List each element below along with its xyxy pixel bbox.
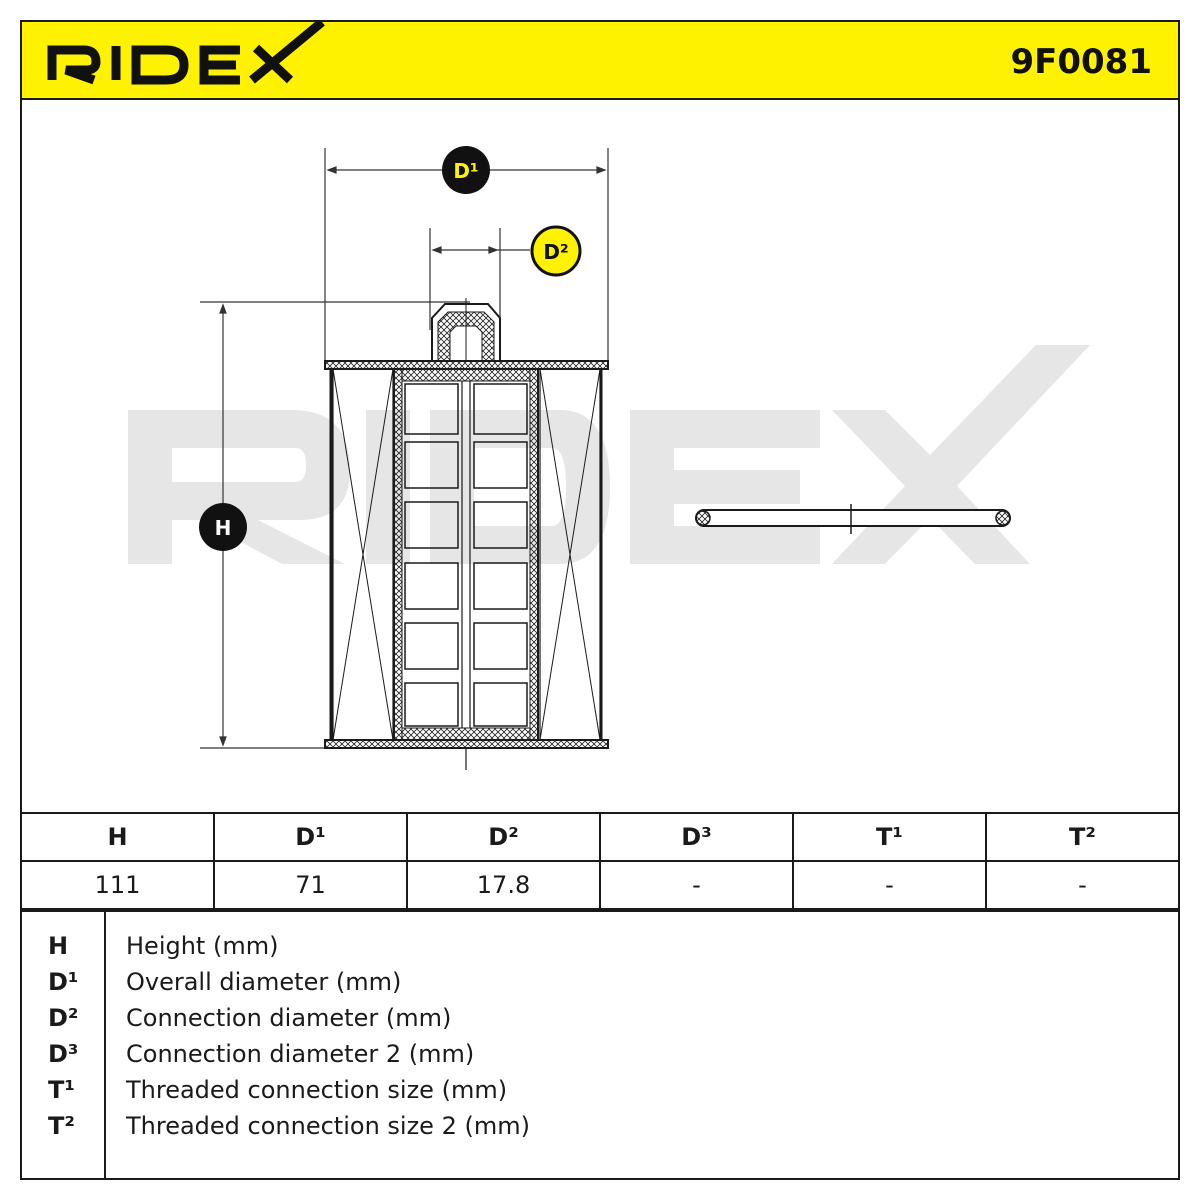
legend-description: Connection diameter 2 (mm) (126, 1040, 475, 1068)
legend: H Height (mm) D¹ Overall diameter (mm) D… (20, 910, 1180, 1180)
legend-item: T¹ Threaded connection size (mm) (22, 1076, 1172, 1112)
legend-description: Threaded connection size 2 (mm) (126, 1112, 530, 1140)
legend-item: T² Threaded connection size 2 (mm) (22, 1112, 1172, 1148)
ridex-logo (47, 22, 325, 85)
legend-code: D² (48, 1004, 79, 1032)
spec-header-d1: D¹ (213, 812, 408, 862)
filter-element (324, 298, 609, 770)
spec-value-d1: 71 (213, 860, 408, 910)
technical-drawing: D¹ D² H (128, 146, 1090, 770)
svg-text:D²: D² (543, 240, 568, 264)
spec-value-d2: 17.8 (406, 860, 601, 910)
svg-text:D¹: D¹ (453, 159, 478, 183)
legend-item: D² Connection diameter (mm) (22, 1004, 1172, 1040)
spec-value-t1: - (792, 860, 987, 910)
legend-code: T¹ (48, 1076, 75, 1104)
header-bar: 9F0081 (20, 20, 1180, 100)
spec-header-d3: D³ (599, 812, 794, 862)
d2-marker: D² (530, 225, 582, 277)
legend-description: Connection diameter (mm) (126, 1004, 452, 1032)
legend-code: T² (48, 1112, 75, 1140)
watermark-logo (128, 345, 1090, 564)
legend-code: D¹ (48, 968, 79, 996)
spec-value-h: 111 (20, 860, 215, 910)
d1-marker: D¹ (442, 146, 490, 194)
legend-item: D³ Connection diameter 2 (mm) (22, 1040, 1172, 1076)
svg-text:H: H (215, 516, 232, 540)
legend-description: Height (mm) (126, 932, 279, 960)
spec-value-d3: - (599, 860, 794, 910)
spec-header-d2: D² (406, 812, 601, 862)
legend-code: H (48, 932, 69, 960)
spec-header-h: H (20, 812, 215, 862)
h-marker: H (199, 503, 247, 551)
legend-item: D¹ Overall diameter (mm) (22, 968, 1172, 1004)
legend-code: D³ (48, 1040, 79, 1068)
legend-divider (104, 912, 106, 1178)
legend-item: H Height (mm) (22, 932, 1172, 968)
legend-description: Threaded connection size (mm) (126, 1076, 508, 1104)
d1-dimension-line (324, 148, 609, 360)
spec-header-t1: T¹ (792, 812, 987, 862)
d2-dimension-line (429, 228, 530, 330)
spec-value-t2: - (985, 860, 1180, 910)
part-number: 9F0081 (1010, 42, 1152, 82)
spec-value-row: 111 71 17.8 - - - (20, 860, 1180, 910)
legend-description: Overall diameter (mm) (126, 968, 402, 996)
spec-header-t2: T² (985, 812, 1180, 862)
o-ring-seal (695, 504, 1011, 534)
spec-table: H D¹ D² D³ T¹ T² 111 71 17.8 - - - (20, 812, 1180, 910)
spec-header-row: H D¹ D² D³ T¹ T² (20, 812, 1180, 862)
